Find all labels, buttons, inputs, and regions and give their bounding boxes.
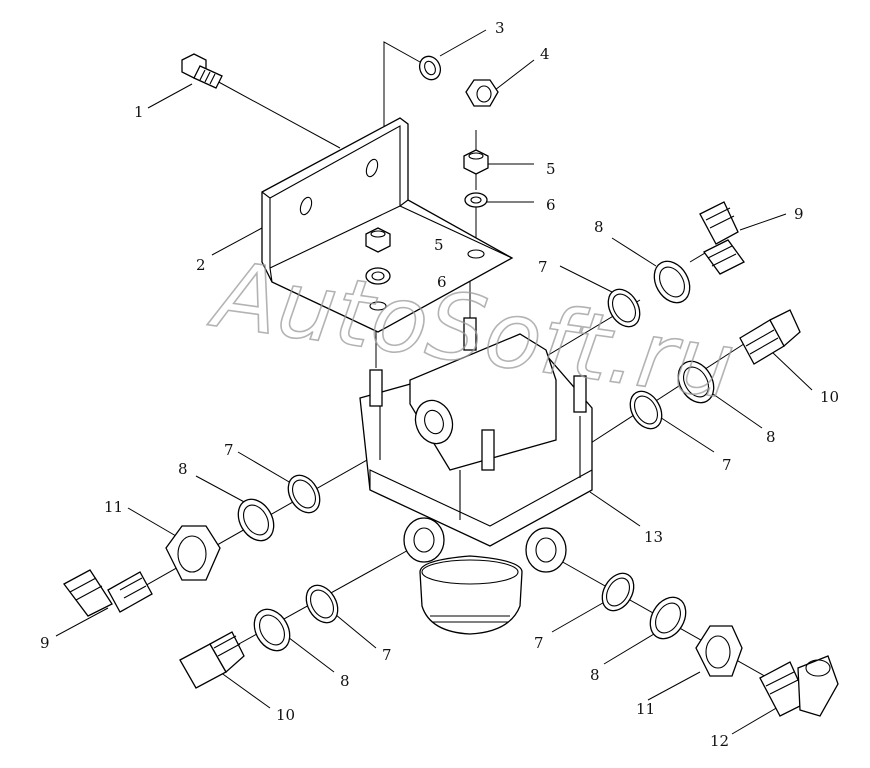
callout-6-lower: 6 xyxy=(437,273,447,291)
callout-7-lower-left: 7 xyxy=(382,646,392,664)
callout-5-lower: 5 xyxy=(434,236,444,254)
callout-7-lower-right: 7 xyxy=(534,634,544,652)
callout-10-left: 10 xyxy=(276,706,295,724)
callout-4: 4 xyxy=(540,45,550,63)
callout-7-left: 7 xyxy=(224,441,234,459)
callout-7-right: 7 xyxy=(722,456,732,474)
callout-6-upper: 6 xyxy=(546,196,556,214)
seal-washer-part-8-lower-right xyxy=(649,596,687,640)
callout-3: 3 xyxy=(495,19,505,37)
o-ring-part-7-right xyxy=(629,390,663,430)
washer-part-6-upper xyxy=(464,192,488,208)
valve-body-part-13 xyxy=(359,317,593,635)
washer-part-3 xyxy=(418,55,442,81)
union-nut-part-11-left xyxy=(165,525,221,581)
o-ring-part-7-lower-left xyxy=(305,584,339,624)
callout-1: 1 xyxy=(134,103,144,121)
union-nut-part-11-right xyxy=(695,625,743,677)
callout-8-right: 8 xyxy=(766,428,776,446)
callout-8-lower-left: 8 xyxy=(340,672,350,690)
callout-9-upper: 9 xyxy=(794,205,804,223)
straight-fitting-part-10-left xyxy=(179,631,245,689)
elbow-fitting-part-9-upper xyxy=(699,201,745,275)
seal-washer-part-8-left xyxy=(237,498,275,542)
seal-washer-part-8-right xyxy=(677,360,715,404)
callout-13: 13 xyxy=(644,528,663,546)
callout-11-left: 11 xyxy=(104,498,123,516)
callout-9-lower: 9 xyxy=(40,634,50,652)
bracket-part-2 xyxy=(261,117,514,333)
bolt-part-1 xyxy=(181,53,223,89)
seal-washer-part-8-upper xyxy=(653,260,691,304)
callout-11-right: 11 xyxy=(636,700,655,718)
elbow-fitting-part-12 xyxy=(759,655,839,717)
callout-8-upper: 8 xyxy=(594,218,604,236)
nut-part-5-lower xyxy=(365,227,391,253)
callout-5-upper: 5 xyxy=(546,160,556,178)
nut-part-4 xyxy=(465,79,499,107)
washer-part-6-lower xyxy=(365,267,391,285)
callout-12: 12 xyxy=(710,732,729,750)
callout-8-lower-right: 8 xyxy=(590,666,600,684)
nut-part-5-upper xyxy=(463,149,489,175)
elbow-fitting-part-9-lower xyxy=(63,569,153,617)
o-ring-part-7-lower-right xyxy=(601,572,635,612)
callout-2: 2 xyxy=(196,256,206,274)
callout-7-upper: 7 xyxy=(538,258,548,276)
seal-washer-part-8-lower-left xyxy=(253,608,291,652)
o-ring-part-7-upper xyxy=(607,288,641,328)
callout-10-right: 10 xyxy=(820,388,839,406)
callout-labels: 1 2 3 4 5 5 6 6 7 7 7 7 7 8 8 8 8 8 9 9 … xyxy=(40,19,839,750)
straight-fitting-part-10-right xyxy=(739,309,801,365)
o-ring-part-7-left xyxy=(287,474,321,514)
callout-8-left: 8 xyxy=(178,460,188,478)
